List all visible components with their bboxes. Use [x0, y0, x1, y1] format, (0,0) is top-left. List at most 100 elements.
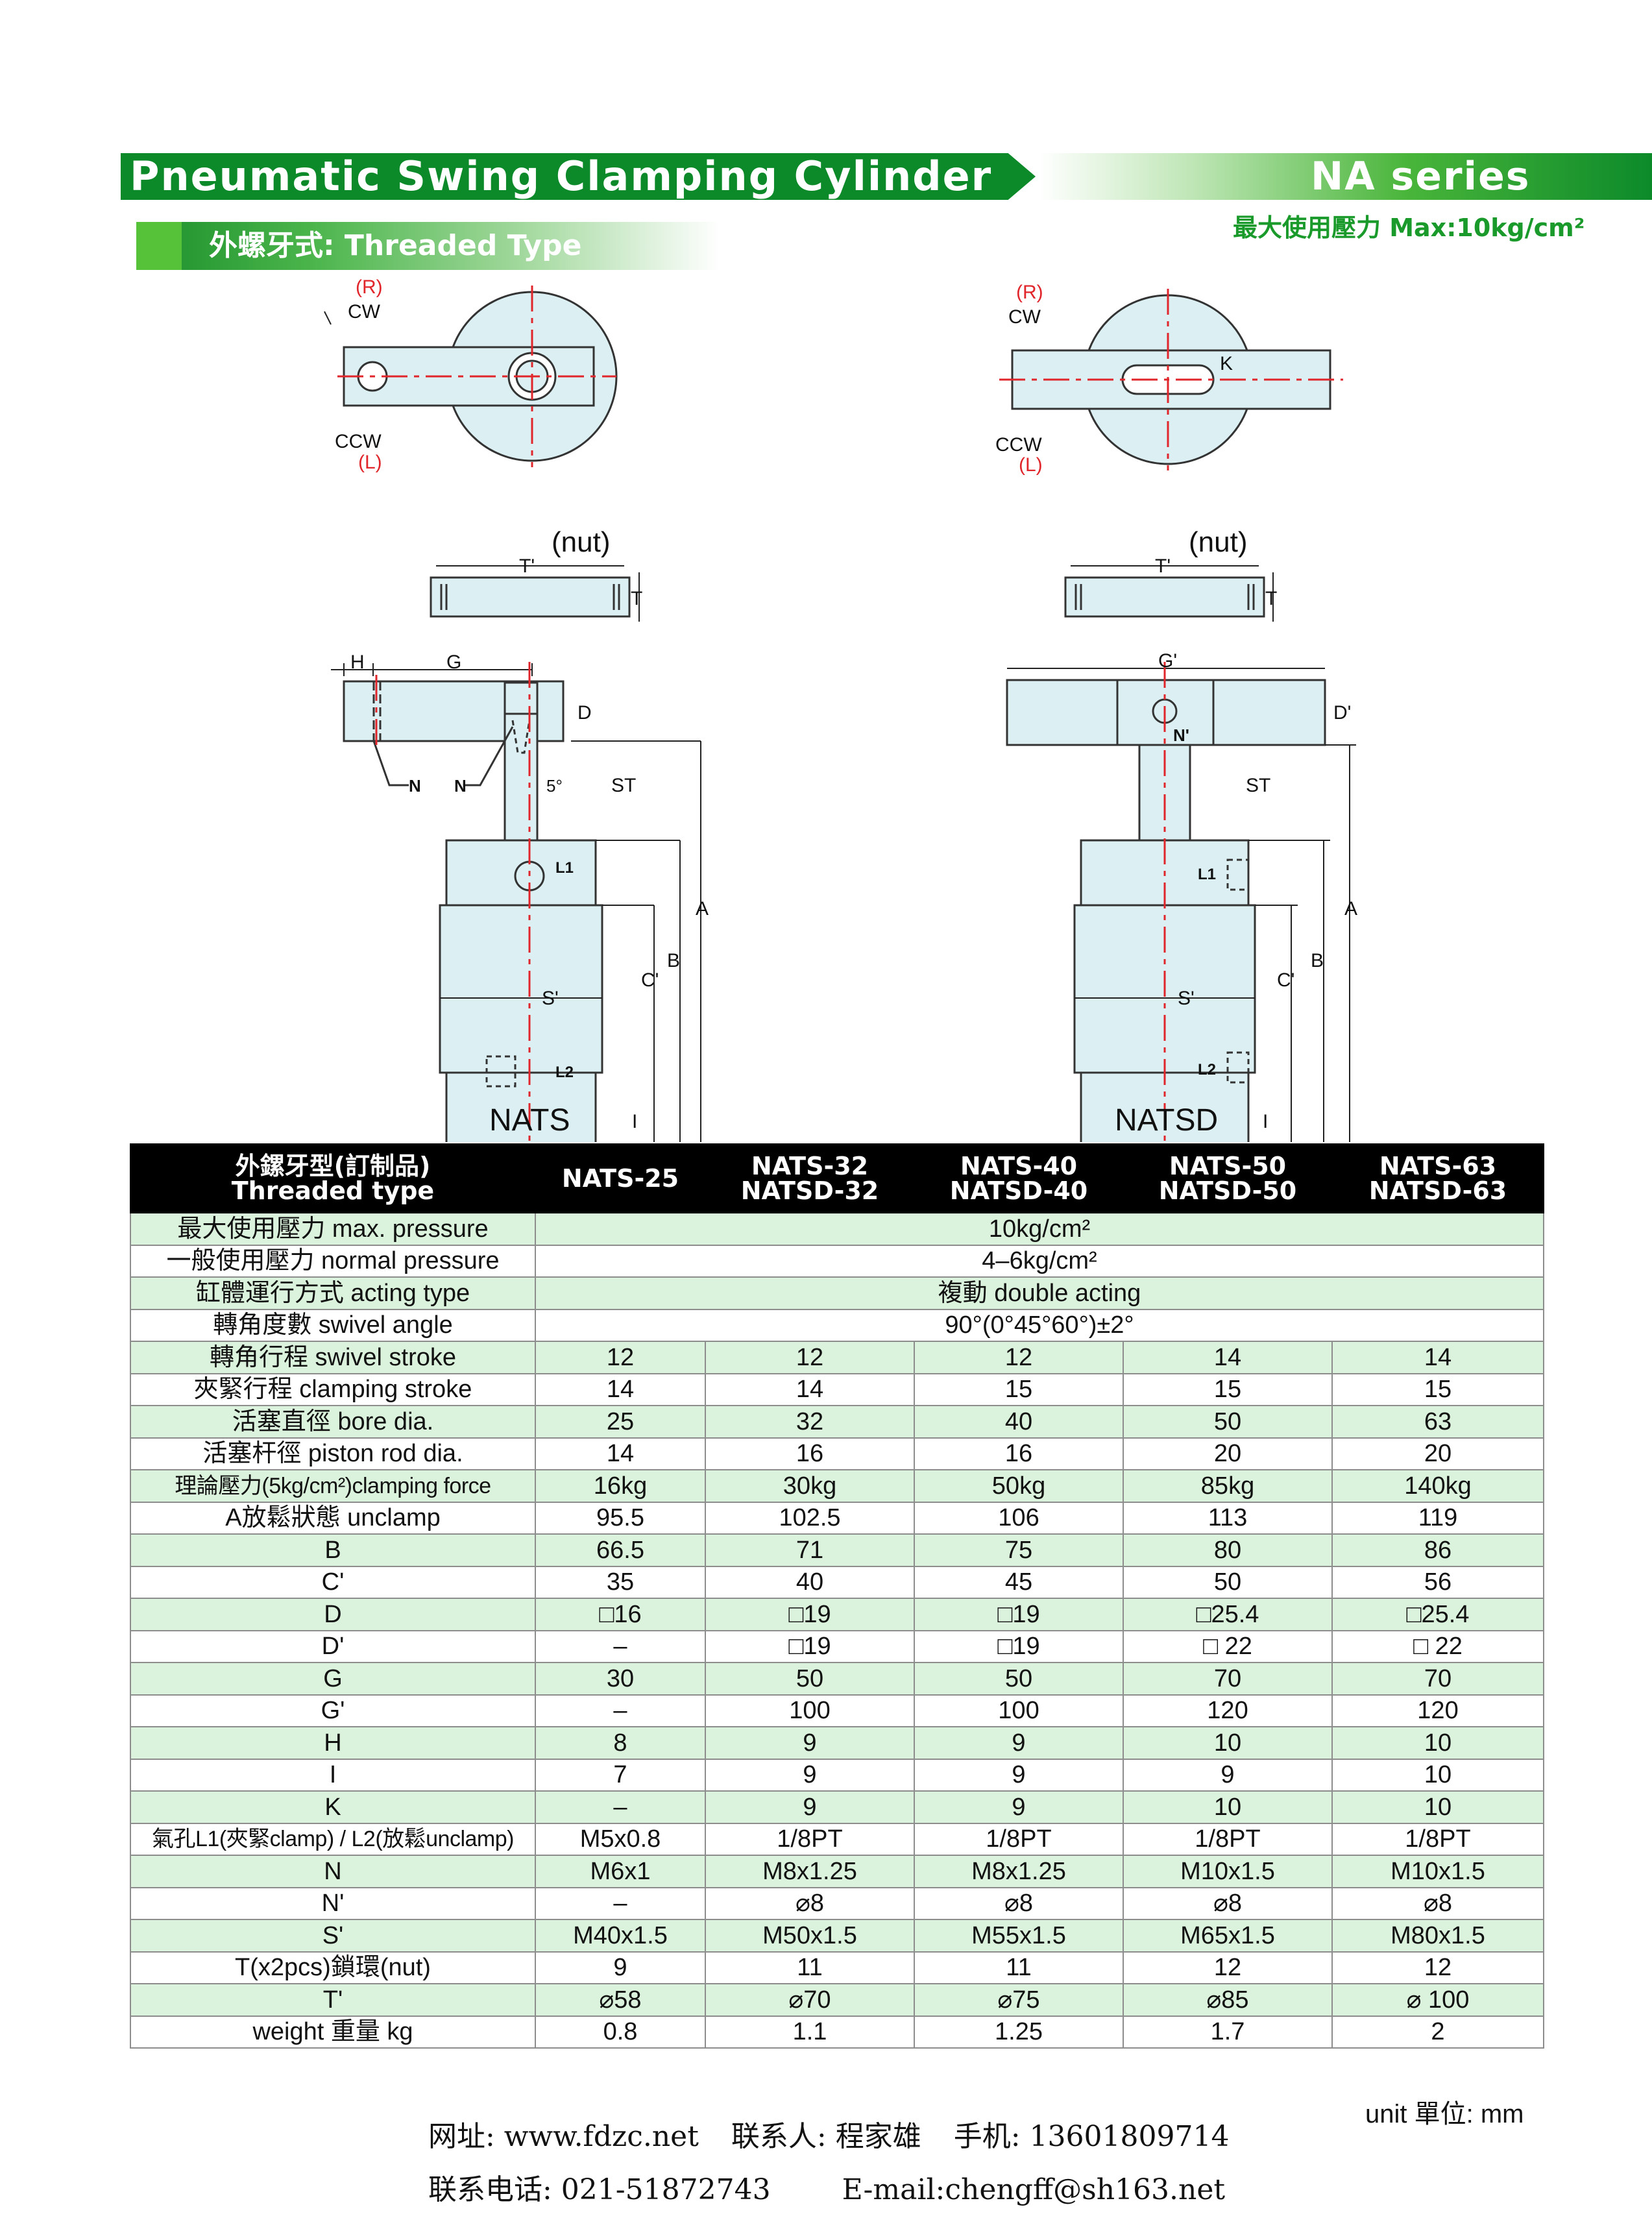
row-cell: 140kg [1331, 1469, 1544, 1503]
row-cell: M8x1.25 [705, 1855, 915, 1888]
row-cell: 9 [705, 1726, 915, 1760]
table-row: D'–□19□19□ 22□ 22 [130, 1629, 1544, 1663]
row-value-span: 4–6kg/cm² [535, 1244, 1544, 1278]
left-piston-rod [504, 713, 539, 864]
row-cell: 12 [914, 1341, 1124, 1374]
row-cell: 80 [1123, 1533, 1333, 1567]
row-cell: 16 [705, 1437, 915, 1470]
header-model-1: NATS-25 [535, 1143, 706, 1213]
lbl-R-right: (R) [1016, 282, 1043, 303]
row-cell: □16 [535, 1598, 706, 1631]
row-cell: 2 [1331, 2015, 1544, 2049]
lbl-ST-right: ST [1246, 775, 1270, 796]
lbl-A-left: A [696, 898, 709, 920]
row-cell: 9 [914, 1726, 1124, 1760]
row-cell: 20 [1123, 1437, 1333, 1470]
lbl-S-right: S' [1178, 988, 1195, 1009]
model-name: NATS-32 [751, 1152, 869, 1180]
row-cell: 7 [535, 1758, 706, 1792]
lbl-CW-right: CW [1008, 306, 1041, 328]
footer-mobile: 手机: 13601809714 [953, 2120, 1230, 2153]
row-cell: 9 [535, 1951, 706, 1984]
model-name: NATS-25 [561, 1164, 679, 1193]
row-cell: 14 [535, 1372, 706, 1406]
technical-drawings: (R) CW CCW (L) (R) CW CCW (L) K (nut) (n… [324, 276, 1357, 1142]
row-cell: □19 [914, 1598, 1124, 1631]
lbl-CCW-right: CCW [995, 434, 1042, 456]
lbl-L1-left: L1 [555, 859, 574, 877]
row-cell: 50 [914, 1662, 1124, 1696]
row-label: H [130, 1726, 536, 1760]
lbl-D-prime: D' [1333, 702, 1351, 724]
right-nut [1064, 576, 1265, 618]
row-label: A放鬆狀態 unclamp [130, 1501, 536, 1535]
table-row: T'⌀58⌀70⌀75⌀85⌀ 100 [130, 1983, 1544, 2017]
lbl-T-right: T [1265, 588, 1277, 609]
lbl-D: D [577, 702, 592, 724]
row-cell: 1/8PT [1123, 1822, 1333, 1856]
lbl-S-left: S' [542, 988, 559, 1009]
lbl-L1-right: L1 [1198, 866, 1216, 883]
row-cell: 40 [705, 1565, 915, 1599]
lbl-5deg: 5° [546, 776, 563, 796]
lbl-L-left: (L) [358, 452, 382, 473]
row-cell: M8x1.25 [914, 1855, 1124, 1888]
row-cell: 14 [1331, 1341, 1544, 1374]
row-cell: 50 [1123, 1565, 1333, 1599]
row-label: G [130, 1662, 536, 1696]
right-clamp-arm [1006, 679, 1326, 746]
row-cell: ⌀8 [914, 1886, 1124, 1920]
row-label: K [130, 1790, 536, 1824]
row-label: N' [130, 1886, 536, 1920]
row-cell: □19 [705, 1598, 915, 1631]
row-cell: M80x1.5 [1331, 1919, 1544, 1953]
row-label: 最大使用壓力 max. pressure [130, 1212, 536, 1246]
row-cell: 35 [535, 1565, 706, 1599]
lbl-N-left: N [409, 776, 421, 796]
row-label: D [130, 1598, 536, 1631]
row-cell: 16 [914, 1437, 1124, 1470]
row-cell: – [535, 1790, 706, 1824]
row-cell: 0.8 [535, 2015, 706, 2049]
footer-contact: 联系人: 程家雄 [731, 2120, 921, 2153]
footer-email: E-mail:chengff@sh163.net [842, 2173, 1226, 2206]
row-cell: 119 [1331, 1501, 1544, 1535]
row-cell: □25.4 [1331, 1598, 1544, 1631]
row-cell: 10 [1331, 1758, 1544, 1792]
lbl-nut-left: (nut) [552, 526, 610, 558]
row-cell: 14 [705, 1372, 915, 1406]
series-label: NA series [1311, 154, 1531, 199]
row-label: D' [130, 1629, 536, 1663]
row-cell: 1/8PT [914, 1822, 1124, 1856]
row-label: weight 重量 kg [130, 2015, 536, 2049]
row-cell: 9 [1123, 1758, 1333, 1792]
table-row: N'–⌀8⌀8⌀8⌀8 [130, 1886, 1544, 1920]
row-label: 缸體運行方式 acting type [130, 1276, 536, 1310]
lbl-CW-left: CW [348, 301, 381, 323]
row-label: S' [130, 1919, 536, 1953]
lbl-B-left: B [667, 950, 680, 971]
row-cell: 1/8PT [1331, 1822, 1544, 1856]
row-cell: 1.1 [705, 2015, 915, 2049]
subtitle: 外螺牙式: Threaded Type [209, 229, 582, 262]
row-cell: 1.7 [1123, 2015, 1333, 2049]
max-pressure-note: 最大使用壓力 Max:10kg/cm² [1233, 213, 1585, 242]
row-cell: 12 [705, 1341, 915, 1374]
row-cell: □19 [705, 1629, 915, 1663]
row-cell: ⌀8 [1123, 1886, 1333, 1920]
